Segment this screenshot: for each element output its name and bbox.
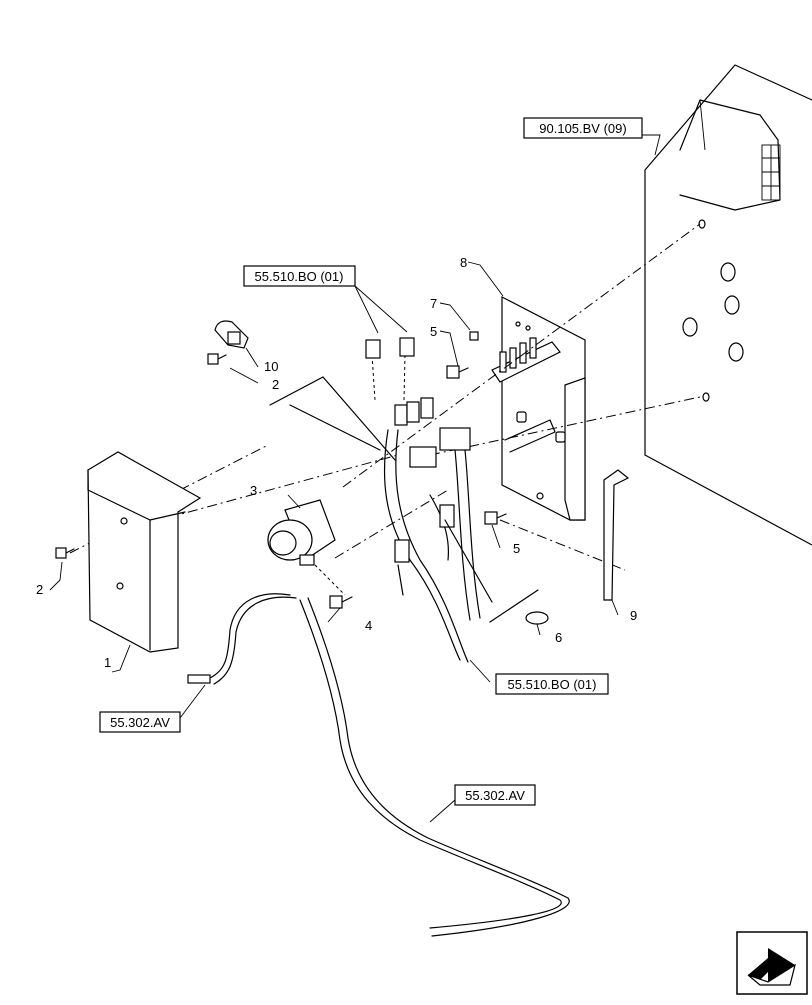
callout-2-left: 2 [36, 582, 43, 597]
callout-7: 7 [430, 296, 437, 311]
screw-5-lower [484, 511, 507, 525]
vent-grid [761, 144, 781, 201]
callout-10: 10 [264, 359, 278, 374]
ref-box-relays[interactable]: 55.510.BO (01) [243, 265, 356, 287]
callout-8: 8 [460, 255, 467, 270]
next-page-arrow-icon[interactable] [736, 931, 808, 995]
wire-harness [383, 397, 481, 663]
ref-box-cable-left[interactable]: 55.302.AV [99, 711, 181, 733]
mounting-plate [491, 296, 586, 521]
callout-5-upper: 5 [430, 324, 437, 339]
callout-2-top: 2 [272, 377, 279, 392]
ref-label: 55.302.AV [110, 715, 170, 730]
callout-9: 9 [630, 608, 637, 623]
ref-label: 55.302.AV [465, 788, 525, 803]
callout-6: 6 [555, 630, 562, 645]
leader-lines [49, 134, 661, 823]
callout-4: 4 [365, 618, 372, 633]
cover-panel [87, 451, 202, 653]
ref-box-cable-bottom[interactable]: 55.302.AV [454, 784, 536, 806]
ref-label: 55.510.BO (01) [508, 677, 597, 692]
ref-box-harness[interactable]: 55.510.BO (01) [495, 673, 609, 695]
screw-7 [469, 331, 479, 341]
callout-5-lower: 5 [513, 541, 520, 556]
ref-label: 55.510.BO (01) [255, 269, 344, 284]
screw-2-top [207, 353, 227, 365]
callout-1: 1 [104, 655, 111, 670]
hose-9 [603, 469, 630, 601]
screw-5-upper [446, 365, 469, 379]
ref-label: 90.105.BV (09) [539, 121, 626, 136]
callout-numbers: 1 2 2 3 4 5 5 6 7 8 9 10 [36, 255, 637, 670]
machine-panel [644, 64, 812, 546]
battery-switch [267, 499, 336, 566]
screw-2-left [55, 547, 75, 559]
clip-10 [214, 320, 249, 349]
ref-box-top-right[interactable]: 90.105.BV (09) [523, 117, 643, 139]
relays [365, 337, 415, 359]
screw-4 [329, 595, 353, 609]
callout-3: 3 [250, 483, 257, 498]
battery-cables [187, 593, 570, 937]
grommet [525, 611, 549, 625]
